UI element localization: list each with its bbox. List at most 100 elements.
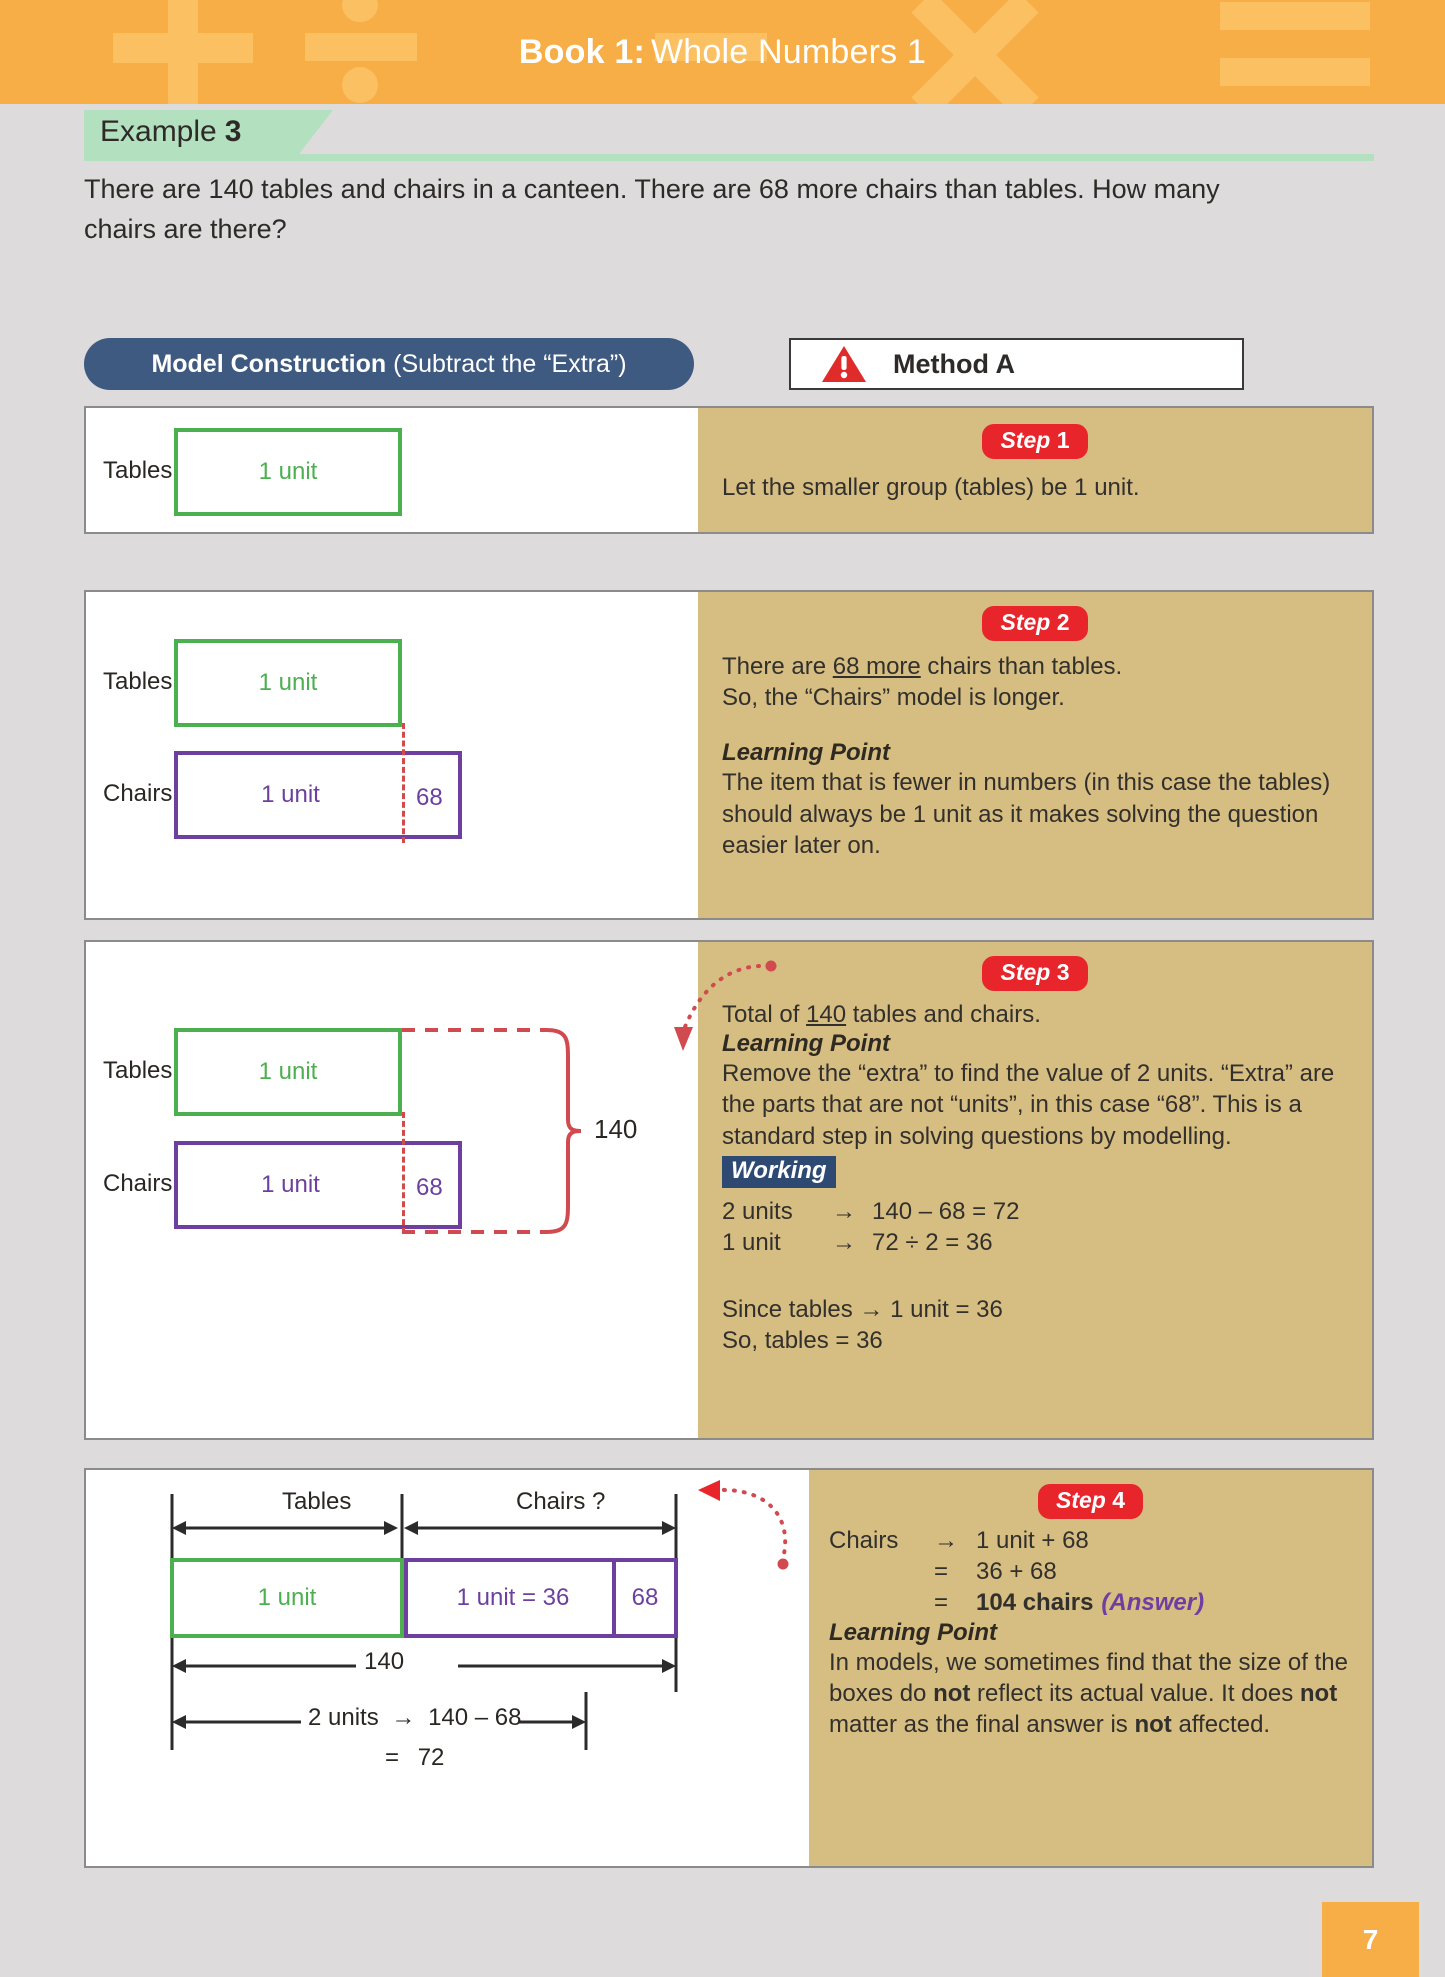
working-line-1-arrow: →: [832, 1197, 856, 1225]
step-2-line-1-suffix: chairs than tables.: [920, 653, 1123, 680]
step-1-text: Step 1 Let the smaller group (tables) be…: [698, 408, 1372, 532]
lp-part: reflect its actual value. It does: [970, 1679, 1300, 1707]
bar-caption: 1 unit: [261, 781, 320, 808]
so-tables-line: So, tables = 36: [722, 1327, 883, 1355]
two-units-calc: 140 – 68: [428, 1704, 522, 1731]
answer-line-1-right: 1 unit + 68: [976, 1527, 1089, 1554]
divider-dashed-line: [402, 723, 405, 843]
example-header: Example 3: [84, 110, 1374, 161]
lp-part-bold: not: [1134, 1710, 1172, 1738]
two-units-result-value: 72: [417, 1744, 445, 1771]
bar-caption: 1 unit = 36: [456, 1584, 570, 1611]
book-label: Book 1:: [518, 32, 645, 71]
bar-chairs: 1 unit: [174, 1141, 462, 1229]
working-line-1: 2 units→140 – 68 = 72: [722, 1196, 1348, 1227]
model-construction-title: Model Construction: [151, 349, 387, 378]
bar-tables-segment: 1 unit: [170, 1558, 404, 1638]
step-badge-label: Step: [1000, 427, 1051, 453]
method-label: Method A: [893, 348, 1015, 379]
bar-caption: 1 unit: [258, 669, 318, 696]
step-3-text-background: [698, 942, 1372, 1438]
bar-caption: 1 unit: [258, 1058, 318, 1085]
brace-total-label: 140: [594, 1114, 638, 1144]
bar-tables: 1 unit: [174, 1028, 402, 1116]
bar-caption: 1 unit: [257, 1584, 317, 1611]
step-2-diagram: Tables 1 unit Chairs 1 unit 68: [86, 592, 698, 918]
bar-caption: 1 unit: [258, 458, 318, 485]
divider-dashed-line: [402, 1112, 405, 1234]
learning-point-body: The item that is fewer in numbers (in th…: [722, 769, 1331, 859]
equals-icon: [1220, 58, 1370, 86]
warning-triangle-icon: [821, 344, 867, 384]
page-header: Book 1: Whole Numbers 1: [0, 0, 1445, 104]
step-2-panel: Tables 1 unit Chairs 1 unit 68 Step 2 Th…: [84, 590, 1374, 920]
working-line-2-arrow: →: [832, 1228, 856, 1256]
step-4-badge-row: Step 4: [829, 1484, 1352, 1519]
learning-point-title: Learning Point: [722, 739, 890, 767]
minus-icon: [655, 33, 767, 61]
lp-part: matter as the final answer is: [829, 1710, 1135, 1738]
step-4-text-background: [809, 1470, 1372, 1866]
equals-icon: [1220, 2, 1370, 30]
step-2-badge-row: Step 2: [722, 606, 1348, 641]
step-badge-number: 1: [1056, 427, 1070, 453]
answer-line-1-left: Chairs: [829, 1527, 899, 1554]
row-label-tables: Tables: [103, 1057, 173, 1084]
step-3-line-1: Total of 140 tables and chairs.: [722, 999, 1348, 1030]
bar-caption: 68: [631, 1584, 659, 1611]
method-banner-row: Model Construction (Subtract the “Extra”…: [84, 338, 1374, 392]
example-rule: [84, 154, 1374, 161]
step-2-line-1: There are 68 more chairs than tables.: [722, 651, 1348, 682]
model-construction-banner: Model Construction (Subtract the “Extra”…: [84, 338, 694, 390]
working-line-1-left: 2 units: [722, 1197, 793, 1225]
page-number-box: 7: [1322, 1902, 1419, 1977]
step-1-panel: Tables 1 unit Step 1 Let the smaller gro…: [84, 406, 1374, 534]
working-line-2-left: 1 unit: [722, 1228, 781, 1256]
dimension-label-tables: Tables: [282, 1488, 352, 1515]
extra-label-68: 68: [416, 1174, 443, 1201]
step-3-text: Step 3 Total of 140 tables and chairs. L…: [698, 942, 1372, 1438]
answer-line-3-op: =: [934, 1589, 949, 1617]
step-2-text: Step 2 There are 68 more chairs than tab…: [698, 592, 1372, 918]
two-units-label: 2 units → 140 – 68: [308, 1704, 521, 1732]
step-3-line-1-prefix: Total of: [722, 1001, 807, 1028]
answer-line-1-op: →: [934, 1527, 958, 1554]
since-tables-line: Since tables → 1 unit = 36: [722, 1296, 1003, 1324]
divide-icon: [305, 33, 417, 61]
example-tab: Example 3: [84, 110, 333, 154]
step-3-line-1-suffix: tables and chairs.: [846, 1001, 1041, 1028]
bar-chairs: 1 unit: [174, 751, 462, 839]
row-label-tables: Tables: [103, 668, 173, 695]
step-4-text: Step 4 Chairs→1 unit + 68 =36 + 68 =104 …: [809, 1470, 1372, 1866]
step-badge-number: 4: [1112, 1487, 1126, 1513]
step-2-line-1-prefix: There are: [722, 653, 833, 680]
step-badge: Step 1: [982, 424, 1088, 459]
answer-line-1: Chairs → 1 unit + 68: [829, 1525, 1352, 1556]
working-line-2: 1 unit→72 ÷ 2 = 36: [722, 1227, 1348, 1258]
two-units-arrow: →: [391, 1704, 416, 1731]
bar-tables: 1 unit: [174, 639, 402, 727]
example-label: Example: [100, 115, 217, 148]
step-badge: Step 3: [982, 956, 1088, 991]
learning-point-title: Learning Point: [829, 1618, 997, 1646]
lp-part-bold: not: [933, 1679, 971, 1707]
example-number: 3: [224, 115, 242, 148]
answer-line-3: =104 chairs(Answer): [829, 1587, 1352, 1618]
step-badge-number: 3: [1056, 959, 1070, 985]
two-units-result: = 72: [385, 1744, 444, 1772]
dimension-label-chairs: Chairs ?: [516, 1488, 606, 1515]
lp-part: In models, we sometimes find that the si…: [829, 1648, 1348, 1707]
answer-line-2-right: 36 + 68: [976, 1558, 1057, 1586]
step-1-diagram: Tables 1 unit: [86, 408, 698, 532]
step-4-panel: Tables Chairs ?: [84, 1468, 1374, 1868]
method-box: Method A: [789, 338, 1244, 390]
bar-tables: 1 unit: [174, 428, 402, 516]
step-3-diagram: Tables 1 unit Chairs 1 unit 68 140: [86, 942, 698, 1438]
two-units-result-eq: =: [385, 1744, 400, 1771]
step-1-badge-row: Step 1: [722, 424, 1348, 459]
pointer-arrow-to-140-icon: [674, 960, 777, 1051]
final-answer-value: 104 chairs: [976, 1589, 1094, 1617]
step-2-text-background: [698, 592, 1372, 918]
extra-label-68: 68: [416, 784, 443, 811]
pointer-arrow-to-chairs-icon: [698, 1480, 789, 1570]
